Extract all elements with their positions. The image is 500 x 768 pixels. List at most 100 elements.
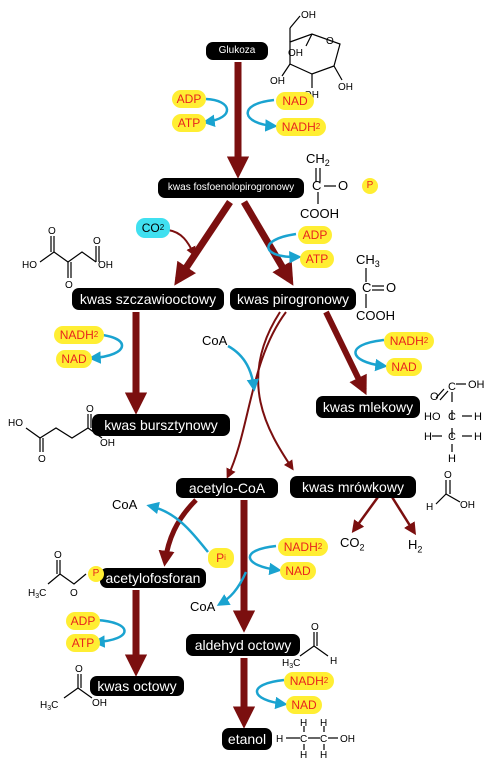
pill-atp-3: ATP bbox=[66, 634, 100, 652]
pyruvate-ch3: CH3 bbox=[356, 252, 380, 269]
lactate-c-2: C bbox=[448, 411, 456, 423]
pep-c: C bbox=[312, 178, 321, 193]
arrow-pirogronowy-to-mrowkowy bbox=[257, 311, 294, 471]
pep-ch2: CH2 bbox=[306, 151, 330, 168]
pyruvate-c: C bbox=[362, 280, 371, 295]
oxaloacetate-o-3: O bbox=[93, 236, 101, 247]
arrow-mrowkowy-to-co2 bbox=[351, 496, 380, 534]
acetate-h3c: H3C bbox=[40, 700, 58, 712]
structure-formate bbox=[435, 480, 461, 505]
arrow-adp-to-atp-3 bbox=[92, 618, 126, 648]
text-coa-2: CoA bbox=[112, 497, 138, 512]
arrow-nadh2-to-nad-4 bbox=[255, 678, 288, 710]
structure-acetate bbox=[63, 674, 93, 699]
arrow-nadh2-to-nad-3 bbox=[248, 544, 282, 576]
ethanol-c-1: C bbox=[300, 734, 307, 745]
node-kwas-bursztynowy: kwas bursztynowy bbox=[92, 414, 230, 436]
structure-pyruvate bbox=[365, 268, 384, 308]
ethanol-h-5: H bbox=[320, 750, 327, 761]
pyruvate-o: O bbox=[386, 280, 396, 295]
node-kwas-fosfoenolopirogronowy: kwas fosfoenolopirogronowy bbox=[158, 178, 304, 198]
structure-succinate bbox=[25, 414, 103, 452]
pep-cooh: COOH bbox=[300, 206, 339, 221]
main-arrows bbox=[124, 62, 416, 729]
lactate-h-1: H bbox=[474, 411, 482, 423]
lactate-ho: HO bbox=[424, 411, 441, 423]
pill-p-pep: P bbox=[362, 178, 378, 194]
structure-oxaloacetate bbox=[39, 236, 100, 278]
lactate-h-4: H bbox=[448, 453, 456, 465]
node-acetylofosforan: acetylofosforan bbox=[100, 568, 206, 588]
acetaldehyde-h3c: H3C bbox=[282, 658, 300, 670]
lactate-c-3: C bbox=[448, 431, 456, 443]
ethanol-oh: OH bbox=[340, 734, 355, 745]
arrow-to-coa-lower bbox=[216, 571, 248, 606]
structure-text: OH OH OH OH OH O CH2 C O COOH CH3 C O CO… bbox=[8, 10, 485, 761]
arrow-co2-into-pep-branch bbox=[167, 229, 196, 257]
structure-ethanol bbox=[286, 726, 338, 750]
lactate-o: O bbox=[430, 391, 439, 403]
arrow-adp-to-atp-2 bbox=[267, 232, 302, 264]
glucose-ring-o: O bbox=[326, 36, 334, 47]
glucose-oh-2: OH bbox=[270, 76, 285, 87]
oxaloacetate-ho: HO bbox=[22, 260, 37, 271]
oxaloacetate-o-2: O bbox=[65, 280, 73, 291]
node-acetylo-coa: acetylo-CoA bbox=[176, 478, 278, 498]
arrow-adp-to-atp bbox=[202, 97, 229, 128]
pill-nad-5: NAD bbox=[286, 696, 322, 714]
pill-nad-4: NAD bbox=[280, 562, 316, 580]
succinate-oh: OH bbox=[100, 438, 115, 449]
arrow-pep-to-pirogronowy bbox=[240, 200, 294, 286]
arrow-pi-to-coa bbox=[146, 501, 209, 553]
ethanol-c-2: C bbox=[320, 734, 327, 745]
arrow-nad-to-nadh2-top bbox=[246, 98, 278, 132]
node-aldehyd-octowy: aldehyd octowy bbox=[186, 634, 300, 656]
pill-atp-2: ATP bbox=[300, 250, 334, 268]
text-co2-product: CO2 bbox=[340, 535, 365, 553]
lactate-h-2: H bbox=[424, 431, 432, 443]
acetylphosphate-h3c: H3C bbox=[28, 588, 46, 600]
node-etanol: etanol bbox=[222, 728, 272, 750]
text-h2-product: H2 bbox=[408, 537, 423, 555]
lactate-c-1: C bbox=[448, 381, 456, 393]
ethanol-h-2: H bbox=[300, 718, 307, 729]
node-kwas-szczawiooctowy: kwas szczawiooctowy bbox=[72, 288, 224, 310]
structure-glucose bbox=[281, 15, 343, 88]
formate-o: O bbox=[444, 470, 452, 481]
node-glukoza: Glukoza bbox=[206, 42, 268, 60]
arrow-coa-to-pathway bbox=[227, 344, 260, 392]
pill-adp-1: ADP bbox=[172, 90, 206, 108]
acetylphosphate-o-2: O bbox=[70, 588, 78, 599]
pill-nad-1: NAD bbox=[276, 92, 314, 110]
arrow-pirogronowy-to-mlekowy bbox=[323, 310, 367, 396]
arrow-mrowkowy-to-h2 bbox=[390, 496, 416, 536]
node-kwas-mrowkowy: kwas mrówkowy bbox=[290, 476, 416, 498]
pill-nad-3: NAD bbox=[386, 358, 422, 376]
node-kwas-octowy: kwas octowy bbox=[90, 676, 184, 696]
succinate-o-1: O bbox=[38, 454, 46, 465]
pill-p-acetylofosforan: P bbox=[88, 566, 104, 582]
structure-acetaldehyde bbox=[299, 632, 329, 657]
pill-nad-2: NAD bbox=[56, 350, 92, 368]
oxaloacetate-oh: OH bbox=[98, 260, 113, 271]
node-kwas-pirogronowy: kwas pirogronowy bbox=[230, 288, 356, 310]
acetaldehyde-o: O bbox=[311, 622, 319, 633]
lactate-oh-top: OH bbox=[468, 379, 485, 391]
glucose-oh-4: OH bbox=[338, 82, 353, 93]
formate-oh: OH bbox=[460, 500, 475, 511]
succinate-o-2: O bbox=[86, 404, 94, 415]
pill-adp-2: ADP bbox=[298, 226, 332, 244]
pyruvate-cooh: COOH bbox=[356, 308, 395, 323]
pill-atp-1: ATP bbox=[172, 114, 206, 132]
acetate-o: O bbox=[75, 664, 83, 675]
structure-pep bbox=[315, 168, 336, 204]
arrow-pep-to-szczawiooctowy bbox=[174, 200, 233, 286]
glucose-oh-1: OH bbox=[288, 48, 303, 59]
